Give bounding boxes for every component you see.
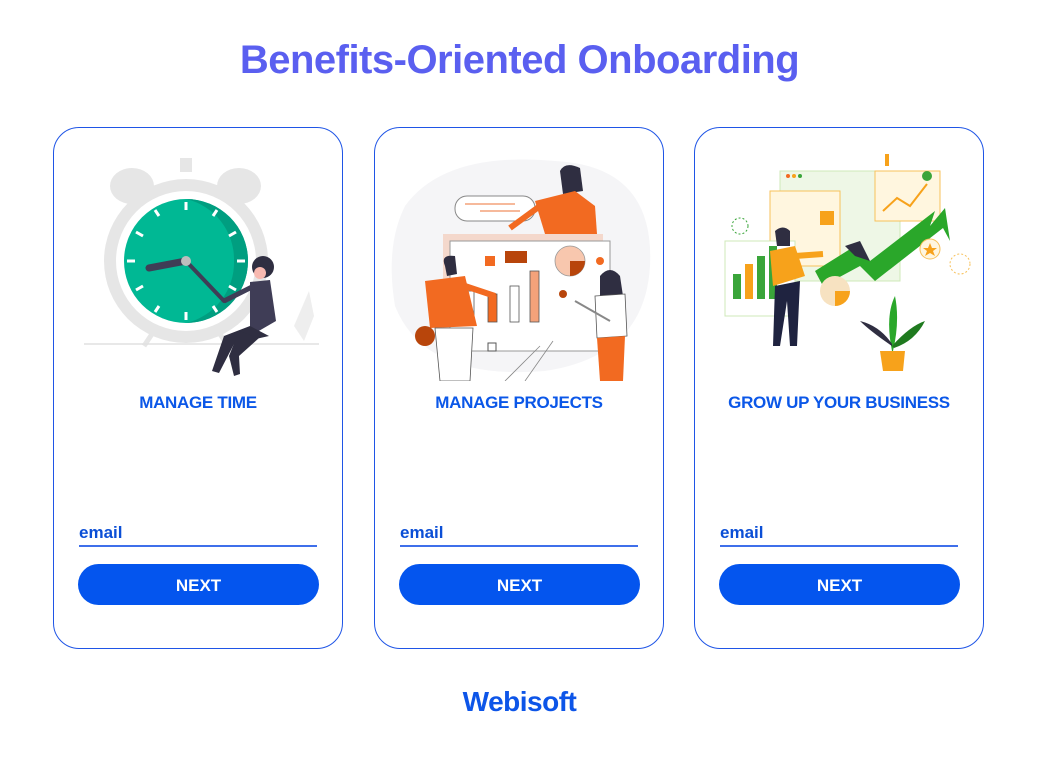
email-input[interactable]	[720, 521, 958, 547]
email-input[interactable]	[79, 521, 317, 547]
card-heading: GROW UP YOUR BUSINESS	[728, 393, 950, 412]
onboarding-card-manage-projects: MANAGE PROJECTS NEXT	[374, 127, 664, 649]
next-button[interactable]: NEXT	[399, 564, 640, 605]
next-button[interactable]: NEXT	[78, 564, 319, 605]
page-title: Benefits-Oriented Onboarding	[239, 38, 800, 82]
growth-chart-man-illustration	[724, 154, 971, 371]
next-button[interactable]: NEXT	[719, 564, 960, 605]
email-input[interactable]	[400, 521, 638, 547]
webisoft-logo: Webisoft	[462, 686, 577, 717]
card-heading: MANAGE TIME	[139, 393, 257, 412]
team-presenting-charts-illustration	[391, 159, 651, 381]
clock-with-woman-illustration	[84, 158, 319, 376]
onboarding-card-grow-business: GROW UP YOUR BUSINESS NEXT	[694, 127, 984, 649]
card-heading: MANAGE PROJECTS	[435, 393, 603, 412]
onboarding-card-manage-time: MANAGE TIME NEXT	[53, 127, 343, 649]
